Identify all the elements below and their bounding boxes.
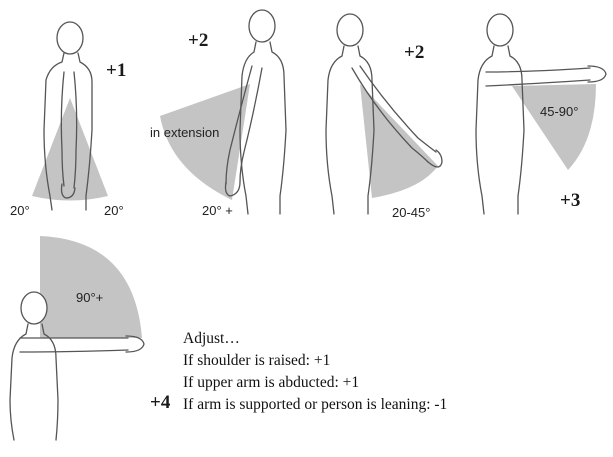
- head: [487, 14, 513, 46]
- figure-1-illustration: [32, 22, 108, 210]
- body-outline: [240, 42, 286, 214]
- head: [57, 22, 83, 54]
- angle-label: 20° +: [202, 203, 233, 218]
- range-wedge-2: [160, 84, 250, 200]
- angle-label: 20-45°: [392, 205, 430, 220]
- hand-outline: [126, 336, 144, 352]
- score-label: +2: [188, 30, 208, 52]
- angle-label: in extension: [150, 125, 219, 140]
- adjust-line: If upper arm is abducted: +1: [183, 372, 447, 394]
- head: [337, 14, 363, 46]
- figure-2-illustration: [160, 10, 286, 214]
- range-wedge-1: [32, 98, 108, 201]
- angle-label: 90°+: [76, 290, 103, 305]
- hand-outline: [588, 66, 606, 82]
- angle-label: 20°: [10, 203, 30, 218]
- adjust-line: If shoulder is raised: +1: [183, 350, 447, 372]
- range-wedge-3: [360, 84, 438, 198]
- arm-outline: [486, 68, 590, 86]
- figure-3-illustration: [326, 14, 442, 214]
- score-label: +3: [560, 190, 580, 212]
- figure-5-illustration: [10, 236, 144, 440]
- range-wedge-4: [512, 84, 596, 170]
- body-outline: [10, 324, 58, 440]
- score-label: +4: [150, 392, 170, 414]
- head: [249, 10, 275, 42]
- score-label: +1: [106, 60, 126, 82]
- angle-label: 20°: [104, 203, 124, 218]
- adjustments-block: Adjust… If shoulder is raised: +1 If upp…: [183, 328, 447, 416]
- adjust-line: If arm is supported or person is leaning…: [183, 394, 447, 416]
- range-wedge-5: [40, 236, 142, 338]
- angle-label: 45-90°: [540, 104, 578, 119]
- arm-outline: [20, 338, 128, 352]
- score-label: +2: [404, 42, 424, 64]
- adjust-title: Adjust…: [183, 328, 447, 350]
- head: [21, 292, 47, 324]
